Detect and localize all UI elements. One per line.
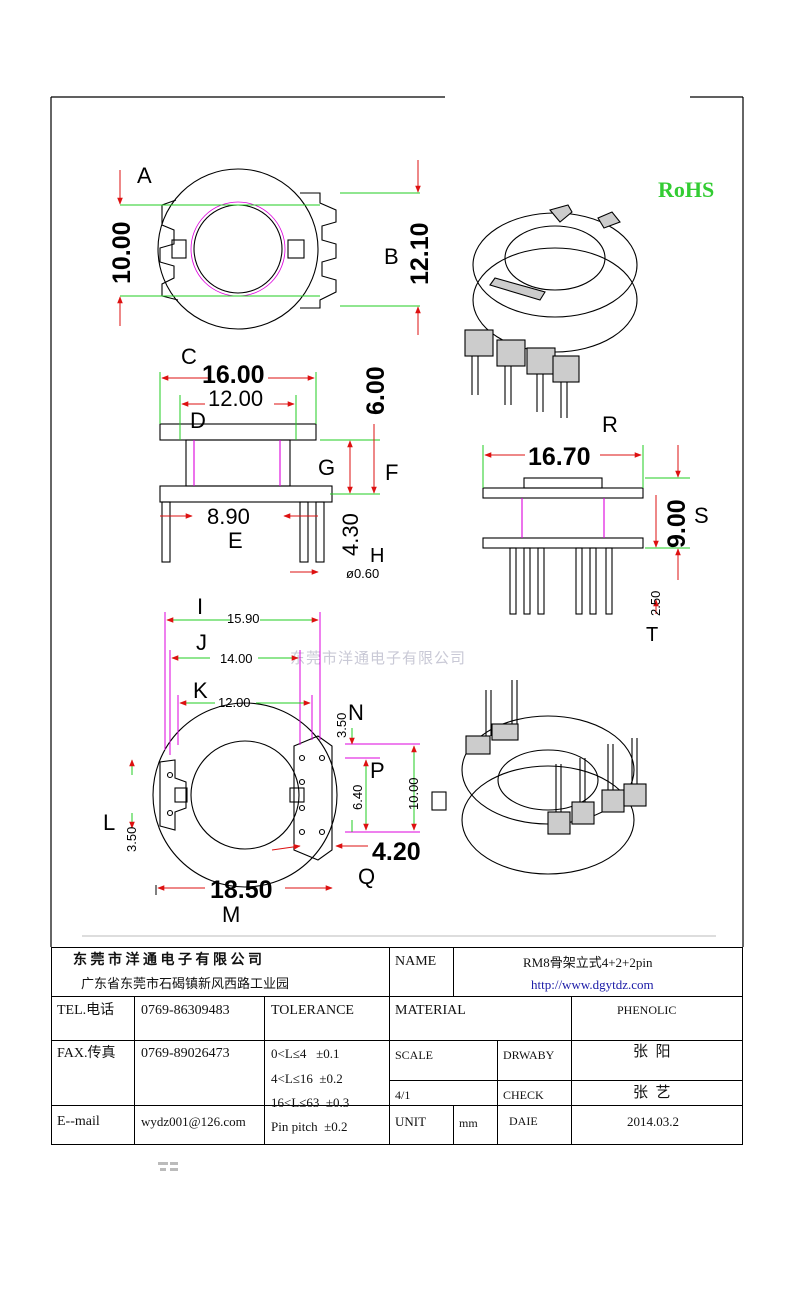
watermark: 东莞市洋通电子有限公司 (290, 649, 466, 667)
dim-J: 14.00 (220, 651, 253, 666)
unit-label: UNIT (395, 1114, 427, 1129)
dim-P: 6.40 (350, 785, 365, 810)
drawby-label: DRWABY (503, 1048, 555, 1062)
scale-value: 4/1 (395, 1088, 411, 1102)
dim-C: 16.00 (202, 361, 265, 389)
dim-A: 10.00 (108, 221, 136, 284)
iso-view-bottom (431, 680, 647, 875)
label-I: I (197, 594, 203, 619)
name-value: RM8骨架立式4+2+2pin (523, 955, 653, 970)
top-view (157, 168, 337, 330)
date-label: DAIE (509, 1114, 538, 1128)
dim-M: 18.50 (210, 876, 273, 904)
side-view-left-dims (159, 372, 380, 575)
label-R: R (602, 412, 618, 437)
fax-value: 0769-89026473 (141, 1046, 230, 1061)
email-value: wydz001@126.com (141, 1114, 246, 1129)
dim-P2: 10.00 (406, 777, 421, 810)
company-name: 东 莞 市 洋 通 电 子 有 限 公 司 (73, 953, 262, 968)
label-A: A (137, 163, 152, 188)
label-G: G (318, 455, 335, 480)
label-T: T (646, 624, 658, 646)
check-label: CHECK (503, 1088, 544, 1102)
label-M: M (222, 902, 240, 927)
dim-H: 4.30 (338, 513, 363, 556)
dim-Q: 4.20 (372, 838, 421, 866)
website-link[interactable]: http://www.dgytdz.com (531, 977, 654, 992)
rohs-mark: RoHS (658, 177, 714, 202)
label-K: K (193, 678, 208, 703)
iso-view-top (464, 204, 638, 418)
unit-value: mm (459, 1116, 478, 1130)
tel-value: 0769-86309483 (141, 1003, 230, 1018)
label-P: P (370, 758, 385, 783)
label-H: H (370, 545, 384, 567)
label-C: C (181, 344, 197, 369)
dim-pin: ø0.60 (346, 566, 379, 581)
dim-E: 8.90 (207, 504, 250, 529)
dim-F: 6.00 (362, 366, 390, 415)
top-view-dims (117, 160, 421, 335)
dim-R: 16.70 (528, 443, 591, 471)
title-block: 东 莞 市 洋 通 电 子 有 限 公 司 广东省东莞市石碣镇新风西路工业园 N… (51, 947, 743, 1145)
tolerance-label: TOLERANCE (271, 1003, 354, 1018)
tolerance-row-1: 0<L≤4 ±0.1 (271, 1046, 340, 1061)
dim-I: 15.90 (227, 611, 260, 626)
dim-N: 3.50 (334, 713, 349, 738)
side-view-right-dims (482, 445, 690, 614)
label-J: J (196, 630, 207, 655)
side-view-right (482, 477, 644, 615)
material-label: MATERIAL (395, 1003, 466, 1018)
scale-label: SCALE (395, 1048, 434, 1062)
tolerance-row-4: Pin pitch ±0.2 (271, 1119, 348, 1134)
label-E: E (228, 528, 243, 553)
side-view-left (159, 423, 333, 563)
dim-B: 12.10 (406, 222, 434, 285)
check-value: 张 艺 (633, 1085, 671, 1101)
email-label: E--mail (57, 1114, 100, 1129)
dim-T: 2.50 (648, 591, 663, 616)
material-value: PHENOLIC (617, 1003, 677, 1017)
dim-K: 12.00 (218, 695, 251, 710)
tel-label: TEL.电话 (57, 1003, 115, 1018)
drawby-value: 张 阳 (633, 1044, 671, 1060)
dim-D: 12.00 (208, 386, 263, 411)
date-value: 2014.03.2 (627, 1114, 679, 1129)
label-F: F (385, 460, 398, 485)
label-L: L (103, 810, 115, 835)
bottom-view-dims (129, 612, 420, 895)
dim-L: 3.50 (124, 827, 139, 852)
company-address: 广东省东莞市石碣镇新风西路工业园 (81, 977, 290, 992)
label-S: S (694, 503, 709, 528)
name-label: NAME (395, 954, 437, 969)
stamp-mark (158, 1162, 178, 1171)
tolerance-row-3: 16<L≤63 ±0.3 (271, 1095, 350, 1110)
label-Q: Q (358, 864, 375, 889)
drawing-border (50, 96, 744, 947)
label-D: D (190, 408, 206, 433)
dim-S: 9.00 (663, 499, 691, 548)
fax-label: FAX.传真 (57, 1046, 116, 1061)
bottom-view (152, 702, 338, 888)
label-B: B (384, 244, 399, 269)
tolerance-row-2: 4<L≤16 ±0.2 (271, 1071, 343, 1086)
label-N: N (348, 700, 364, 725)
